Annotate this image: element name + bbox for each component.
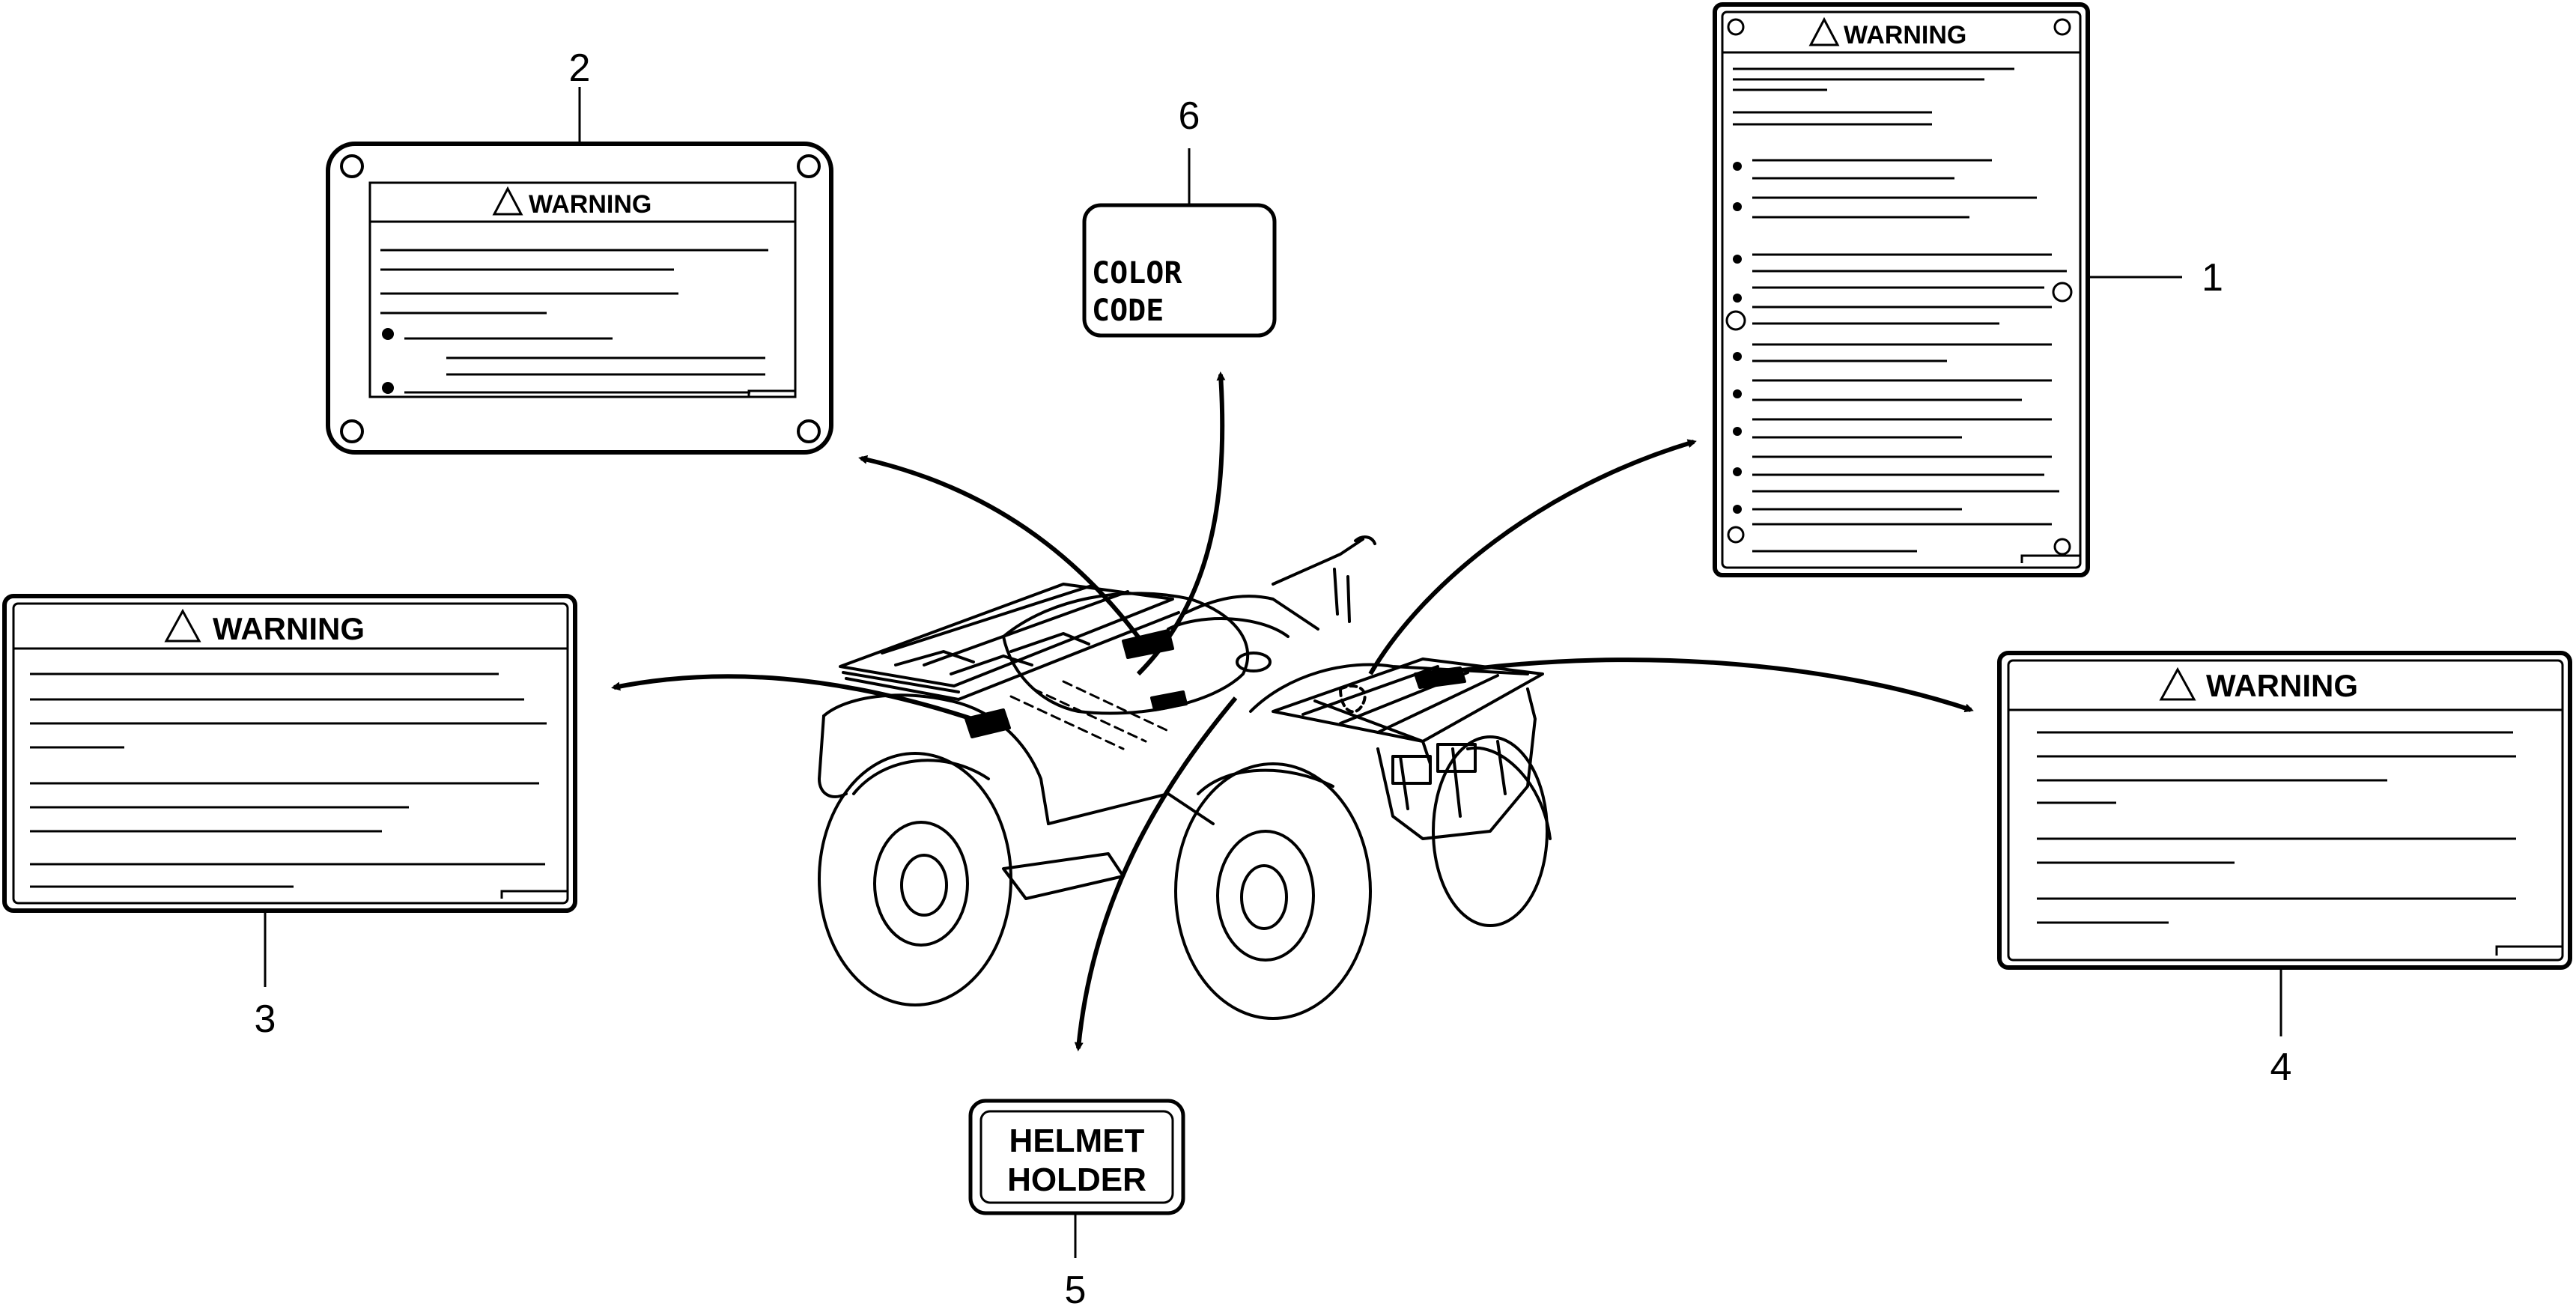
label-6: COLOR CODE 6 <box>1082 94 1277 338</box>
bullet-dot <box>1733 389 1742 398</box>
warning-triangle-icon <box>492 186 523 216</box>
bullet-dot <box>1733 255 1742 264</box>
warning-triangle-icon <box>164 608 201 643</box>
callout-1: 1 <box>2202 256 2223 300</box>
warning-triangle-icon <box>1808 16 1840 46</box>
callout-3: 3 <box>255 997 276 1041</box>
atv-vehicle <box>818 535 1552 1020</box>
bullet-dot <box>1733 162 1742 171</box>
leader-arrows <box>611 371 1974 1051</box>
label-3-heading: WARNING <box>213 611 365 646</box>
callout-4: 4 <box>2270 1045 2292 1089</box>
label-2-heading: WARNING <box>529 190 651 219</box>
bullet-dot <box>1733 505 1742 514</box>
label-1-heading: WARNING <box>1844 21 1966 49</box>
bullet-dot <box>1733 294 1742 303</box>
label-5-line-1: HELMET <box>1009 1123 1145 1159</box>
bullet-dot <box>1733 202 1742 211</box>
callout-5: 5 <box>1065 1269 1087 1312</box>
bullet-dot <box>1733 467 1742 476</box>
label-5: HELMET HOLDER 5 <box>968 1099 1185 1312</box>
label-4-heading: WARNING <box>2206 668 2358 703</box>
bullet-dot <box>1733 427 1742 436</box>
label-1: WARNING 1 <box>1713 2 2223 577</box>
callout-6: 6 <box>1179 94 1200 138</box>
label-5-line-2: HOLDER <box>1007 1161 1146 1198</box>
label-4: WARNING 4 <box>1997 651 2572 1089</box>
label-6-line-2: CODE <box>1092 294 1164 328</box>
label-3: WARNING 3 <box>2 594 577 1041</box>
bullet-dot <box>1733 352 1742 361</box>
label-6-line-1: COLOR <box>1092 256 1182 291</box>
warning-triangle-icon <box>2159 666 2196 701</box>
callout-2: 2 <box>569 46 591 90</box>
label-2: WARNING 2 <box>326 46 833 455</box>
